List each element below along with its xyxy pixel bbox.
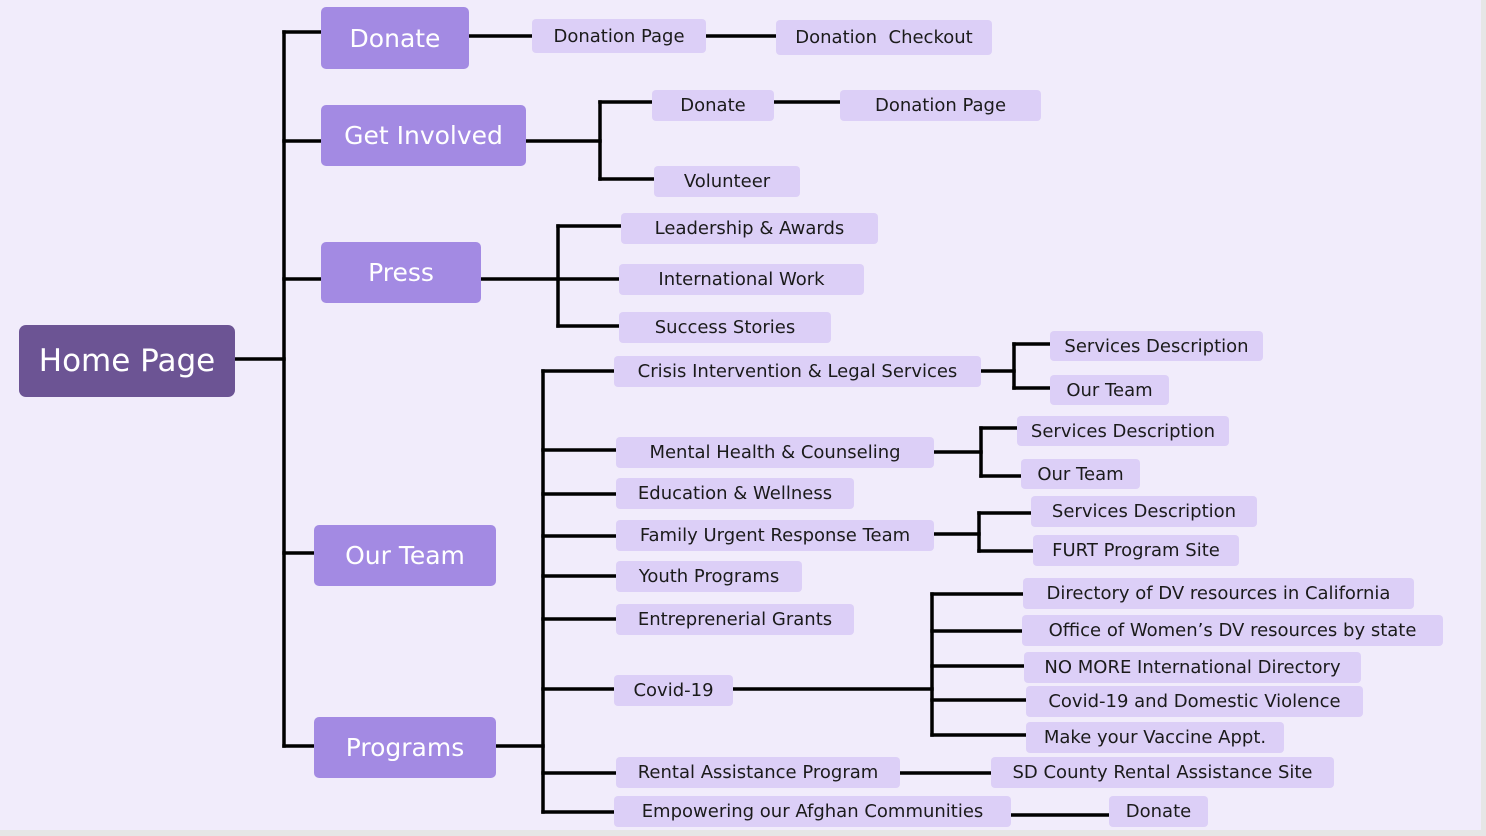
get-involved-donation-page-node: Donation Page: [840, 90, 1041, 121]
entreprenerial-grants-node: Entreprenerial Grants: [616, 604, 854, 635]
afghan-donate-node: Donate: [1109, 796, 1208, 827]
mental-services-description-node: Services Description: [1017, 416, 1229, 446]
success-stories-node: Success Stories: [619, 312, 831, 343]
rental-assistance-node: Rental Assistance Program: [616, 757, 900, 788]
leadership-awards-node: Leadership & Awards: [621, 213, 878, 244]
sd-county-rental-node: SD County Rental Assistance Site: [991, 757, 1334, 788]
mental-health-node: Mental Health & Counseling: [616, 437, 934, 468]
furt-program-site-node: FURT Program Site: [1033, 535, 1239, 566]
covid-19-node: Covid-19: [614, 675, 733, 706]
bottom-border: [0, 830, 1486, 836]
section-programs-node: Programs: [314, 717, 496, 778]
no-more-directory-node: NO MORE International Directory: [1024, 652, 1361, 683]
section-get-involved-node: Get Involved: [321, 105, 526, 166]
office-womens-dv-node: Office of Women’s DV resources by state: [1022, 615, 1443, 646]
afghan-communities-node: Empowering our Afghan Communities: [614, 796, 1011, 827]
crisis-intervention-node: Crisis Intervention & Legal Services: [614, 356, 981, 387]
section-our-team-node: Our Team: [314, 525, 496, 586]
get-involved-donate-node: Donate: [652, 90, 774, 121]
vaccine-appt-node: Make your Vaccine Appt.: [1026, 722, 1284, 753]
donation-page-node: Donation Page: [532, 19, 706, 53]
family-urgent-response-node: Family Urgent Response Team: [616, 520, 934, 551]
furt-services-description-node: Services Description: [1031, 496, 1257, 527]
crisis-our-team-node: Our Team: [1050, 375, 1169, 405]
education-wellness-node: Education & Wellness: [616, 478, 854, 509]
donation-checkout-node: Donation Checkout: [776, 20, 992, 55]
volunteer-node: Volunteer: [654, 166, 800, 197]
right-border: [1481, 0, 1486, 836]
youth-programs-node: Youth Programs: [616, 561, 802, 592]
crisis-services-description-node: Services Description: [1050, 331, 1263, 361]
directory-dv-california-node: Directory of DV resources in California: [1023, 578, 1414, 609]
home-page-node: Home Page: [19, 325, 235, 397]
mental-our-team-node: Our Team: [1021, 459, 1140, 489]
covid-domestic-violence-node: Covid-19 and Domestic Violence: [1026, 686, 1363, 717]
section-press-node: Press: [321, 242, 481, 303]
international-work-node: International Work: [619, 264, 864, 295]
section-donate-node: Donate: [321, 7, 469, 69]
